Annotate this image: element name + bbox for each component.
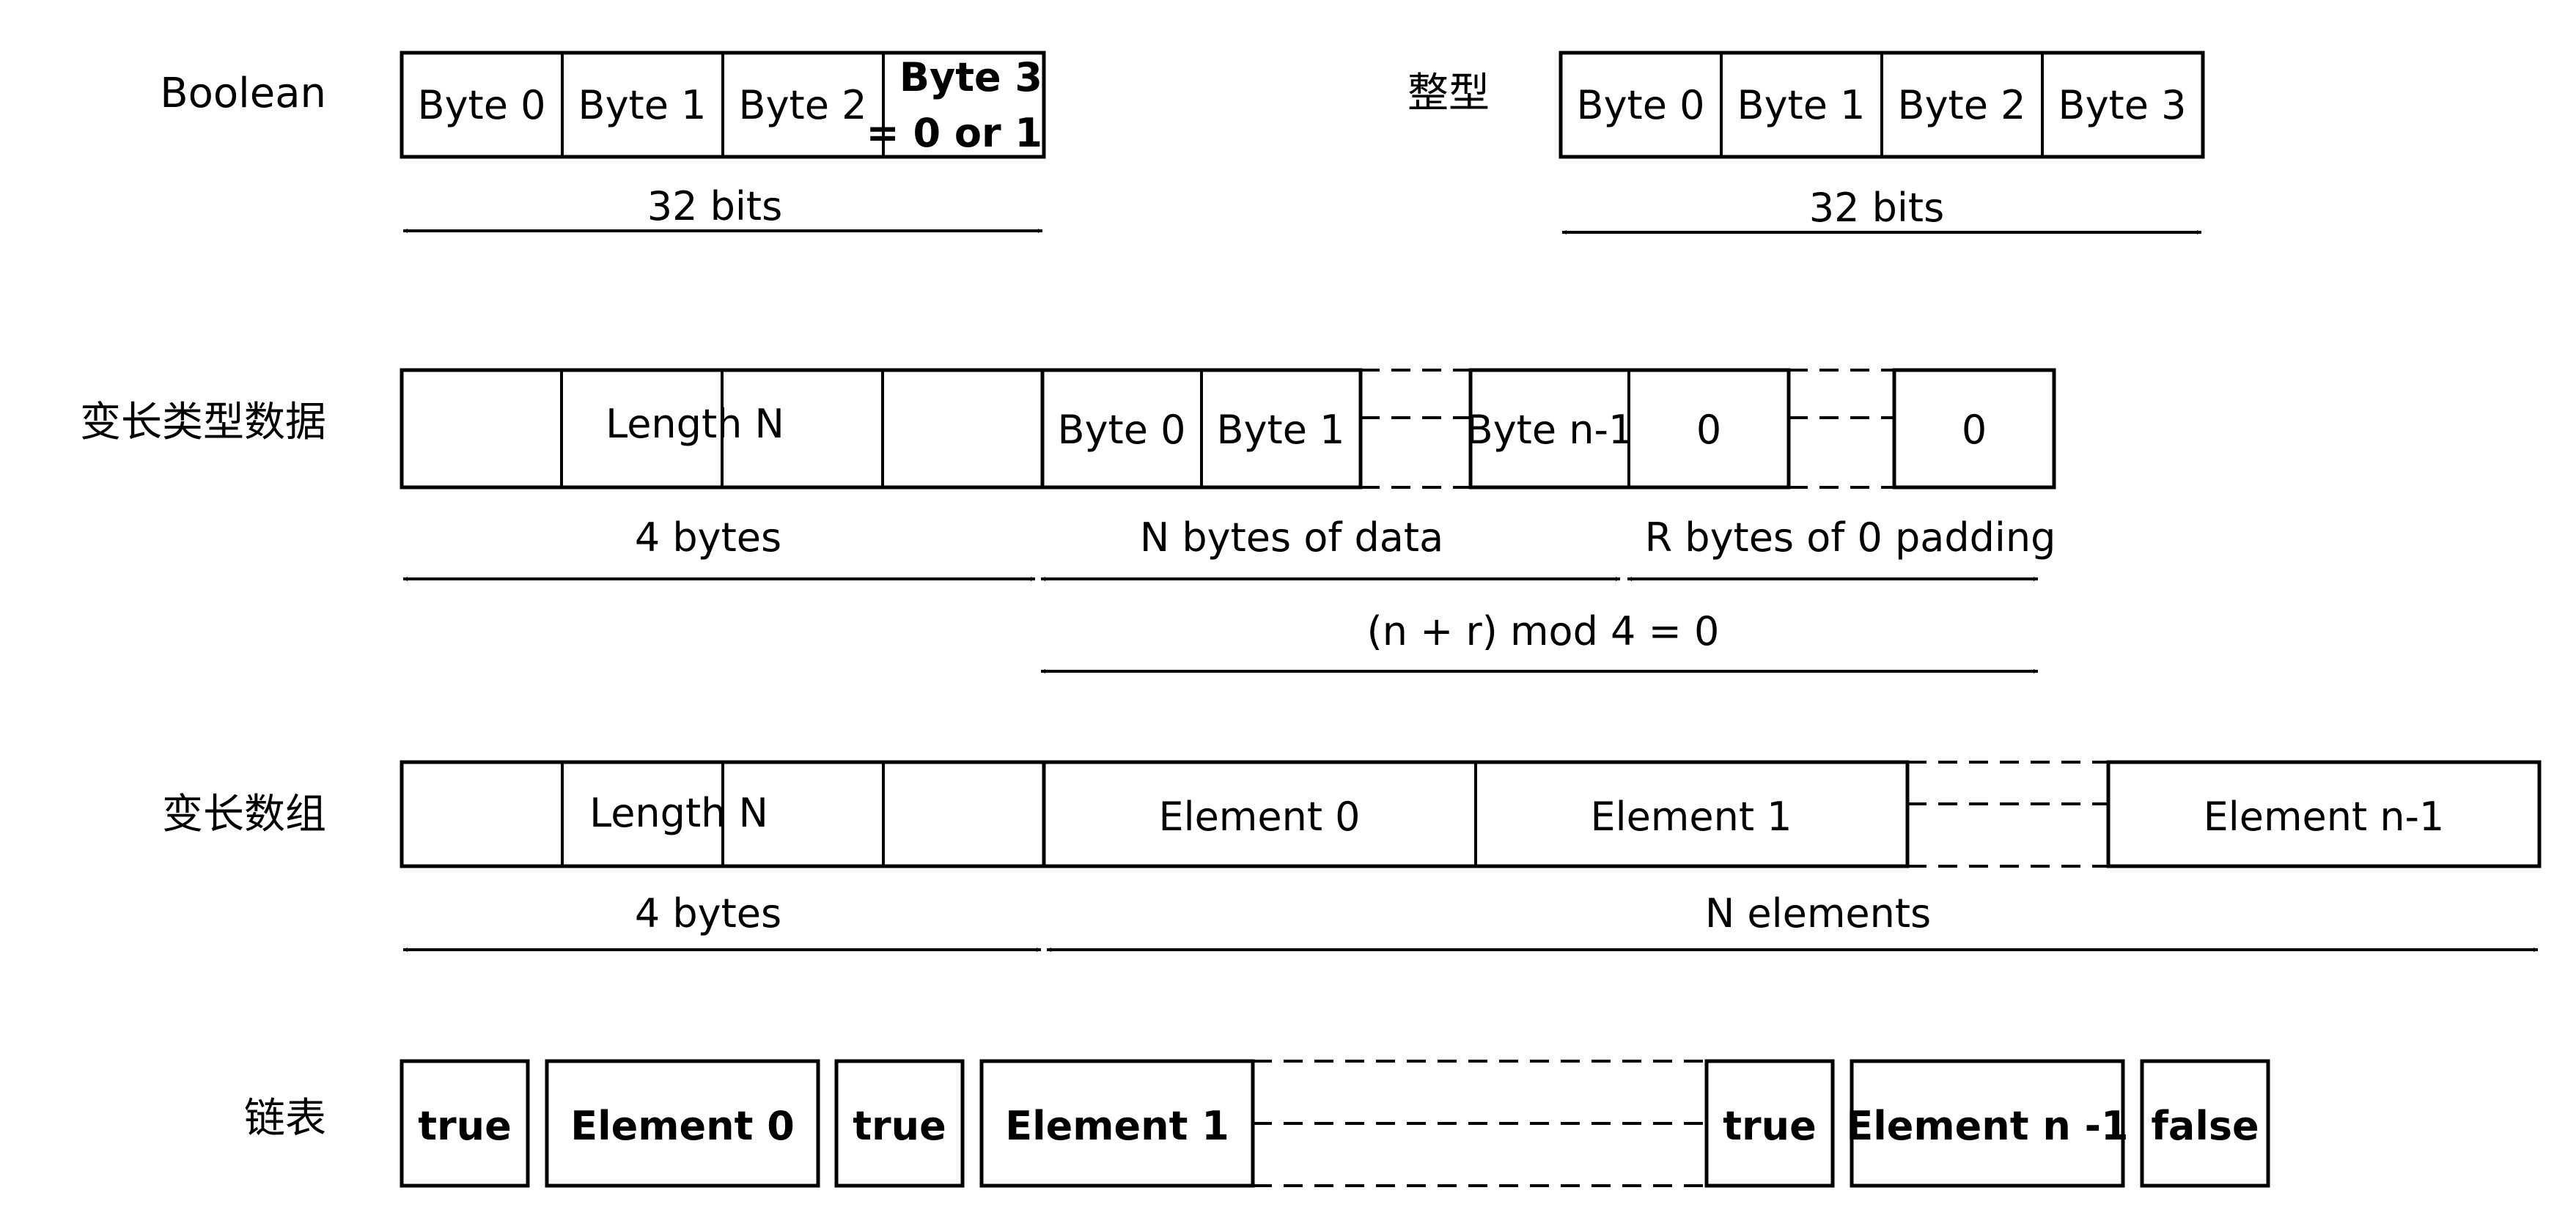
integer-span-label: 32 bits (1809, 185, 1944, 231)
boolean-row: Boolean Byte 0 Byte 1 Byte 2 Byte 3 = 0 … (160, 51, 1046, 233)
boolean-byte-2: Byte 2 (739, 82, 867, 128)
var-array-gap (1907, 761, 2108, 868)
linked-list-true-n: true (1723, 1103, 1817, 1149)
linked-list-row: 链表 true Element 0 true Element 1 true El… (244, 1059, 2270, 1188)
linked-list-false: false (2151, 1103, 2259, 1149)
var-array-label: 变长数组 (162, 791, 326, 838)
boolean-byte-0: Byte 0 (418, 82, 546, 128)
var-data-length-label: Length N (606, 401, 784, 447)
integer-byte-2: Byte 2 (1898, 82, 2026, 128)
var-data-span-padding: R bytes of 0 padding (1645, 514, 2056, 561)
linked-list-gap (1253, 1060, 1707, 1187)
var-data-span-mod: (n + r) mod 4 = 0 (1367, 608, 1720, 654)
integer-byte-0: Byte 0 (1577, 82, 1705, 128)
var-data-row: 变长类型数据 Length N Byte 0 Byte 1 Byte n-1 0 (80, 368, 2056, 673)
var-data-span-length: 4 bytes (635, 514, 781, 561)
var-array-element-0: Element 0 (1158, 794, 1360, 840)
var-array-span-length: 4 bytes (635, 890, 781, 937)
var-array-last-box (2106, 760, 2542, 868)
var-array-element-1: Element 1 (1590, 794, 1792, 840)
linked-list-element-1: Element 1 (1005, 1103, 1229, 1149)
linked-list-node-true-0 (400, 1059, 530, 1188)
var-data-byte-0: Byte 0 (1058, 407, 1186, 453)
linked-list-node-element-0 (545, 1059, 820, 1188)
integer-byte-3: Byte 3 (2058, 82, 2187, 128)
var-data-pad-last: 0 (1962, 407, 1987, 453)
var-data-label: 变长类型数据 (80, 399, 326, 446)
integer-byte-1: Byte 1 (1737, 82, 1866, 128)
linked-list-element-n-1: Element n -1 (1846, 1103, 2128, 1149)
var-data-gap-2 (1789, 369, 1894, 489)
linked-list-node-false (2140, 1059, 2270, 1188)
var-data-last-pad-box (1892, 368, 2056, 490)
boolean-span-label: 32 bits (647, 183, 782, 229)
linked-list-true-0: true (418, 1103, 512, 1149)
var-data-gap-1 (1361, 369, 1471, 489)
var-array-element-n-1: Element n-1 (2204, 794, 2445, 840)
linked-list-element-0: Element 0 (570, 1103, 795, 1149)
integer-label: 整型 (1407, 70, 1490, 117)
linked-list-label: 链表 (244, 1095, 326, 1142)
var-data-byte-1: Byte 1 (1217, 407, 1345, 453)
boolean-byte-1: Byte 1 (578, 82, 707, 128)
boolean-byte-3-value: = 0 or 1 (866, 110, 1042, 156)
linked-list-node-element-n-1 (1850, 1059, 2125, 1188)
boolean-label: Boolean (160, 70, 326, 117)
linked-list-true-1: true (853, 1103, 946, 1149)
boolean-byte-3: Byte 3 (899, 54, 1042, 100)
linked-list-node-true-1 (834, 1059, 965, 1188)
var-array-span-elements: N elements (1705, 890, 1931, 937)
var-data-span-data: N bytes of data (1140, 514, 1443, 561)
linked-list-node-true-n (1704, 1059, 1835, 1188)
integer-row: 整型 Byte 0 Byte 1 Byte 2 Byte 3 32 bits (1407, 51, 2205, 235)
var-data-pad-0: 0 (1696, 407, 1721, 453)
var-array-row: 变长数组 Length N Element 0 Element 1 Elemen… (162, 760, 2542, 952)
var-array-length-label: Length N (589, 790, 768, 836)
var-data-byte-n-1: Byte n-1 (1466, 407, 1634, 453)
